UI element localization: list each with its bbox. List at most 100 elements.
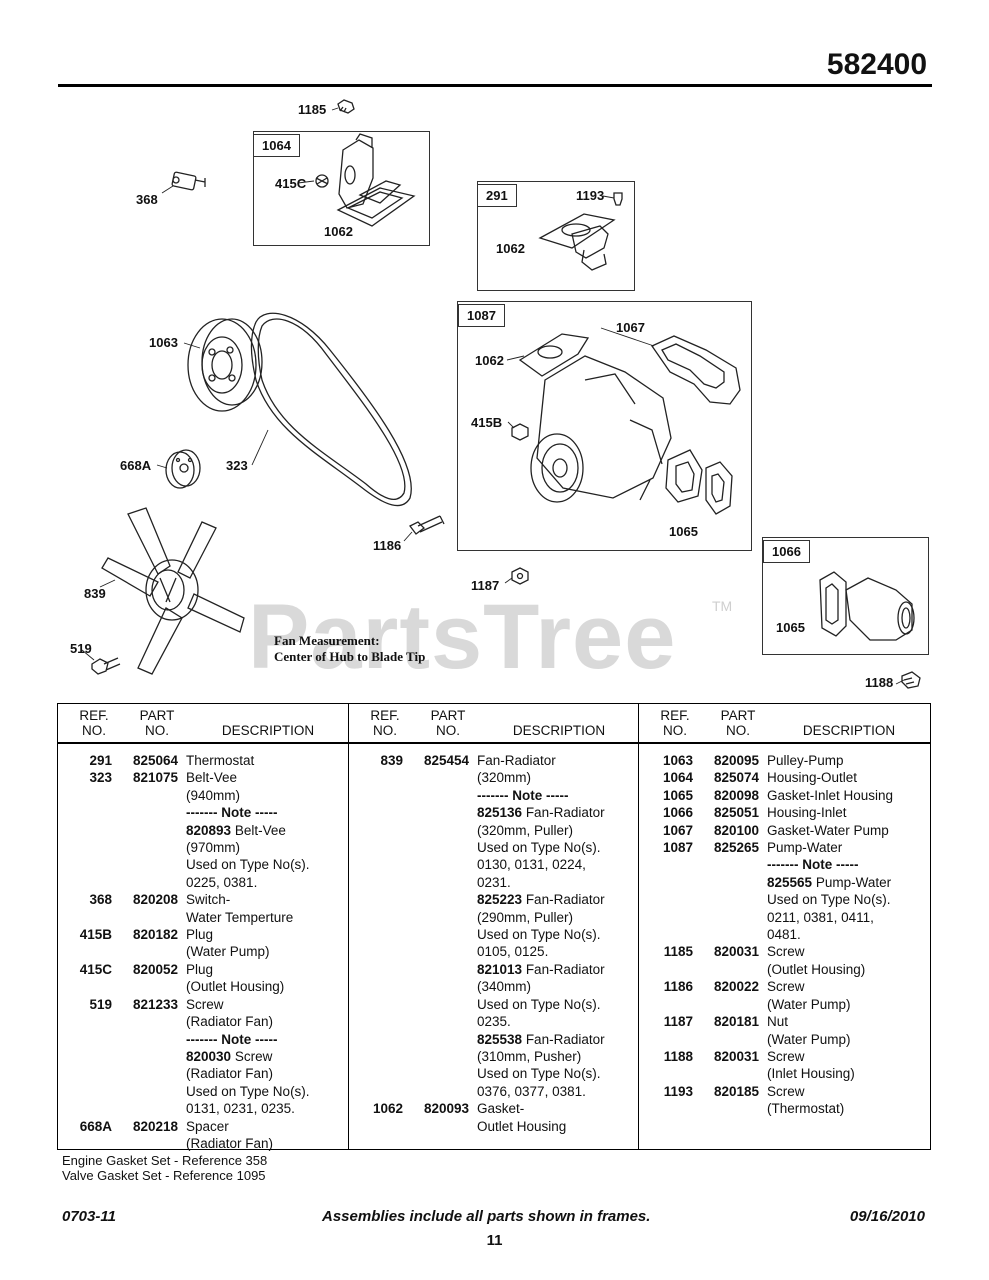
part-number: 820031 bbox=[713, 944, 759, 960]
description-line: Belt-Vee bbox=[186, 770, 238, 786]
ref-number: 1186 bbox=[663, 979, 693, 995]
frame-tag-1064: 1064 bbox=[253, 134, 300, 157]
description-line: Water Temperture bbox=[186, 909, 294, 925]
ref-number: 519 bbox=[89, 996, 112, 1012]
description-line: (320mm) bbox=[477, 770, 532, 786]
header-ref: REF. bbox=[660, 708, 690, 723]
ref-number: 1187 bbox=[663, 1014, 693, 1030]
header-ref-no: NO. bbox=[81, 723, 106, 738]
part-description: Screw(Outlet Housing) bbox=[759, 943, 930, 978]
part-number: 825064 bbox=[132, 753, 178, 768]
ref-number: 1067 bbox=[662, 822, 693, 838]
description-line: (320mm, Puller) bbox=[477, 822, 574, 838]
description-line: 0376, 0377, 0381. bbox=[477, 1083, 586, 1099]
callout-668A: 668A bbox=[120, 458, 152, 473]
header-part: PART bbox=[139, 708, 175, 723]
description-line: (Thermostat) bbox=[767, 1101, 845, 1117]
part-number: 820052 bbox=[132, 961, 178, 977]
callout-1187: 1187 bbox=[471, 578, 500, 593]
description-line: Used on Type No(s). bbox=[767, 892, 891, 908]
watermark: PartsTree bbox=[248, 586, 677, 688]
description-line: (Water Pump) bbox=[767, 996, 851, 1012]
description-line: 0105, 0125. bbox=[477, 944, 549, 960]
part-number: 820022 bbox=[713, 979, 759, 995]
description-line: Used on Type No(s). bbox=[186, 857, 310, 873]
belt-323-drawing bbox=[250, 312, 412, 507]
header-part: PART bbox=[430, 708, 466, 723]
header-part-no: NO. bbox=[725, 723, 750, 738]
callout-1062-pump: 1062 bbox=[475, 353, 504, 368]
callout-368: 368 bbox=[136, 192, 158, 207]
water-pump-1087-drawing bbox=[511, 333, 741, 515]
description-line: 0130, 0131, 0224, bbox=[477, 857, 586, 873]
header-divider bbox=[58, 742, 348, 744]
description-line: Switch- bbox=[186, 892, 231, 908]
description-line: (Radiator Fan) bbox=[186, 1014, 274, 1030]
callout-1063: 1063 bbox=[149, 335, 178, 350]
exploded-parts-diagram bbox=[81, 99, 921, 689]
description-line: Plug bbox=[186, 927, 214, 943]
description-line: (940mm) bbox=[186, 787, 241, 803]
ref-number: 368 bbox=[89, 892, 112, 908]
description-line: 825223 Fan-Radiator bbox=[477, 892, 605, 908]
description-line: 0481. bbox=[767, 927, 801, 943]
header-part: PART bbox=[720, 708, 756, 723]
description-line: (Water Pump) bbox=[186, 944, 270, 960]
valve-gasket-note: Valve Gasket Set - Reference 1095 bbox=[62, 1168, 266, 1183]
part-description: Plug(Outlet Housing) bbox=[178, 961, 348, 996]
description-line: Nut bbox=[767, 1014, 789, 1030]
part-description: Plug(Water Pump) bbox=[178, 926, 348, 961]
header-rule bbox=[58, 84, 932, 87]
ref-number: 1065 bbox=[662, 787, 693, 803]
description-line: (Water Pump) bbox=[767, 1031, 851, 1047]
callout-1188: 1188 bbox=[865, 675, 894, 690]
header-ref: REF. bbox=[370, 708, 400, 723]
description-line: 825565 Pump-Water bbox=[767, 874, 892, 890]
header-part-no: NO. bbox=[144, 723, 169, 738]
header-ref-no: NO. bbox=[372, 723, 397, 738]
description-line: Housing-Outlet bbox=[767, 770, 858, 786]
part-description: Housing-Outlet bbox=[759, 769, 930, 786]
inlet-housing-1066-drawing bbox=[819, 571, 915, 641]
ref-number: 1188 bbox=[663, 1048, 693, 1064]
part-number: 825454 bbox=[423, 753, 469, 768]
description-line: ------- Note ----- bbox=[186, 1031, 278, 1047]
part-number: 820185 bbox=[713, 1083, 759, 1099]
footer-assemblies-note: Assemblies include all parts shown in fr… bbox=[322, 1208, 651, 1225]
part-description: Gasket-Inlet Housing bbox=[759, 787, 930, 804]
header-description: DESCRIPTION bbox=[802, 723, 896, 738]
footer-date: 09/16/2010 bbox=[849, 1208, 925, 1225]
description-line: ------- Note ----- bbox=[186, 805, 278, 821]
description-line: 0225, 0381. bbox=[186, 874, 258, 890]
fan-measurement-note: Fan Measurement: Center of Hub to Blade … bbox=[274, 633, 425, 665]
part-number: 820181 bbox=[713, 1014, 759, 1030]
screw-519-drawing bbox=[91, 657, 121, 675]
engine-gasket-note: Engine Gasket Set - Reference 358 bbox=[62, 1153, 268, 1168]
ref-number: 668A bbox=[79, 1118, 112, 1134]
callout-1062-thermostat: 1062 bbox=[496, 241, 525, 256]
description-line: 0211, 0381, 0411, bbox=[767, 909, 874, 925]
ref-number: 415C bbox=[79, 961, 112, 977]
description-line: Screw bbox=[186, 996, 224, 1012]
description-line: Used on Type No(s). bbox=[477, 996, 601, 1012]
header-ref: REF. bbox=[79, 708, 109, 723]
part-description: Screw(Inlet Housing) bbox=[759, 1048, 930, 1083]
part-description: Spacer(Radiator Fan) bbox=[178, 1118, 348, 1153]
description-line: Screw bbox=[767, 1083, 805, 1099]
description-line: Used on Type No(s). bbox=[477, 1066, 601, 1082]
callout-323: 323 bbox=[226, 458, 248, 473]
part-description: Screw(Radiator Fan)------- Note -----820… bbox=[178, 996, 348, 1118]
